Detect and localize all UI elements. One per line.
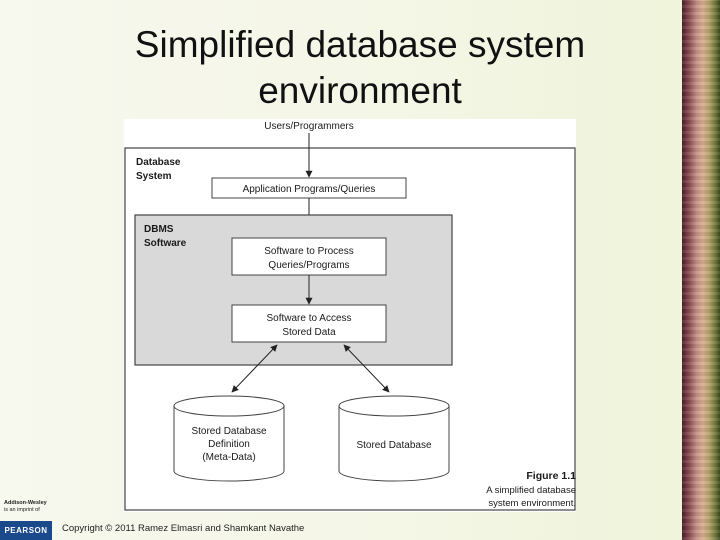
software-access-box — [231, 304, 387, 343]
publisher-logo: Addison-Wesley is an imprint of — [4, 500, 54, 520]
pearson-logo: PEARSON — [0, 521, 52, 540]
title-line-2: environment — [258, 70, 462, 111]
copyright-footer: Copyright © 2011 Ramez Elmasri and Shamk… — [62, 523, 305, 534]
software-process-label-1: Software to Process — [264, 246, 353, 257]
metadata-label-2: Definition — [208, 439, 250, 450]
figure-number: Figure 1.1 — [526, 470, 576, 482]
stored-database-cylinder — [338, 395, 450, 482]
database-environment-figure: Database System Users/Programmers Applic… — [124, 119, 576, 512]
metadata-label-3: (Meta-Data) — [202, 452, 255, 463]
arrow-access-to-metadata — [231, 344, 278, 393]
figure-caption-1: A simplified database — [486, 485, 576, 496]
dbms-label-2: Software — [144, 238, 187, 249]
users-programmers-label: Users/Programmers — [264, 121, 353, 132]
metadata-cylinder — [173, 395, 285, 482]
title-line-1: Simplified database system — [134, 24, 586, 65]
software-access-label-2: Stored Data — [282, 327, 336, 338]
decorative-side-strip — [682, 0, 720, 540]
database-system-label-1: Database — [136, 157, 181, 168]
database-system-label-2: System — [136, 171, 172, 182]
diagram-svg: Database System Users/Programmers Applic… — [124, 121, 576, 511]
slide-title: Simplified database system environment — [60, 22, 660, 114]
software-process-box — [231, 237, 387, 276]
software-access-label-1: Software to Access — [266, 313, 351, 324]
dbms-label-1: DBMS — [144, 224, 174, 235]
software-process-label-2: Queries/Programs — [268, 260, 349, 271]
stored-database-label: Stored Database — [356, 440, 431, 451]
application-programs-label: Application Programs/Queries — [243, 184, 376, 195]
publisher-line-2: is an imprint of — [4, 507, 40, 513]
metadata-label-1: Stored Database — [191, 426, 266, 437]
publisher-line-1: Addison-Wesley — [4, 500, 47, 506]
arrow-access-to-stored-db — [343, 344, 390, 393]
figure-caption-2: system environment. — [488, 498, 576, 509]
